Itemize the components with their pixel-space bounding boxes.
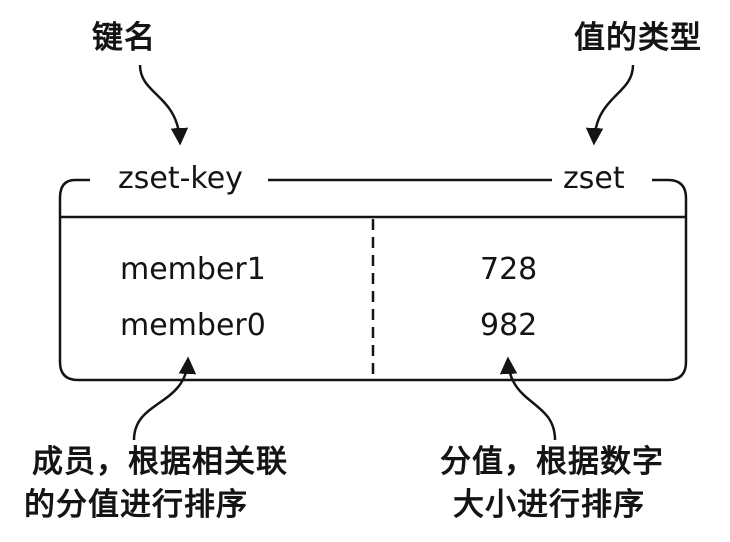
arrow-key-name bbox=[138, 64, 189, 146]
key-name-annotation: 键名 bbox=[92, 20, 156, 56]
score-note-line2: 大小进行排序 bbox=[453, 487, 645, 523]
value-type-annotation: 值的类型 bbox=[574, 20, 702, 56]
score-0: 982 bbox=[480, 308, 538, 343]
arrow-score-note bbox=[499, 356, 557, 441]
zset-key-label: zset-key bbox=[110, 164, 251, 194]
arrow-member-note bbox=[132, 356, 197, 441]
zset-type-label: zset bbox=[555, 164, 633, 194]
arrow-value-type bbox=[585, 64, 635, 146]
score-note-line1: 分值，根据数字 bbox=[440, 444, 664, 480]
box-outline bbox=[58, 178, 688, 382]
member-1: member1 bbox=[120, 252, 266, 287]
score-1: 728 bbox=[480, 252, 538, 287]
member-0: member0 bbox=[120, 308, 266, 343]
member-note-line1: 成员，根据相关联 bbox=[32, 444, 288, 480]
member-note-line2: 的分值进行排序 bbox=[24, 487, 248, 523]
